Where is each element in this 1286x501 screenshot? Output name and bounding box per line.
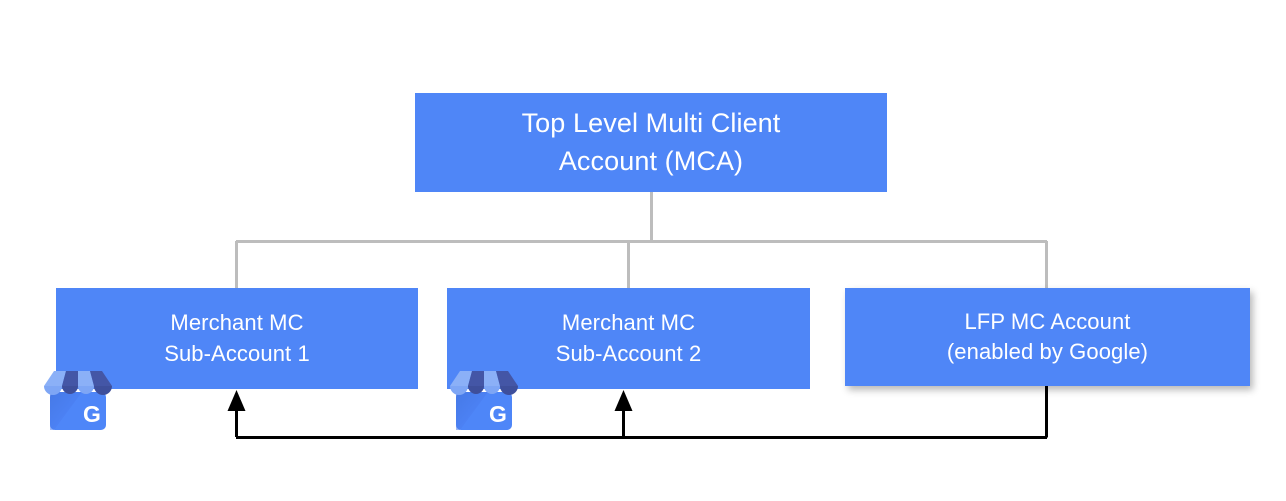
google-business-profile-icon: G: [450, 371, 518, 430]
feedback-arrowhead-sub1: [227, 390, 246, 411]
feedback-arrowhead-sub2: [614, 390, 633, 411]
google-g-letter: G: [489, 401, 507, 427]
node-merchant-mc-sub-account-1[interactable]: Merchant MC Sub-Account 1: [56, 288, 418, 389]
feedback-connector-group: [235, 386, 1048, 439]
google-g-letter: G: [83, 401, 101, 427]
tree-connector-group: [235, 192, 1048, 288]
node-top-level-mca[interactable]: Top Level Multi Client Account (MCA): [415, 93, 887, 192]
google-business-profile-icon: G: [44, 371, 112, 430]
node-lfp-mc-account[interactable]: LFP MC Account (enabled by Google): [845, 288, 1250, 386]
